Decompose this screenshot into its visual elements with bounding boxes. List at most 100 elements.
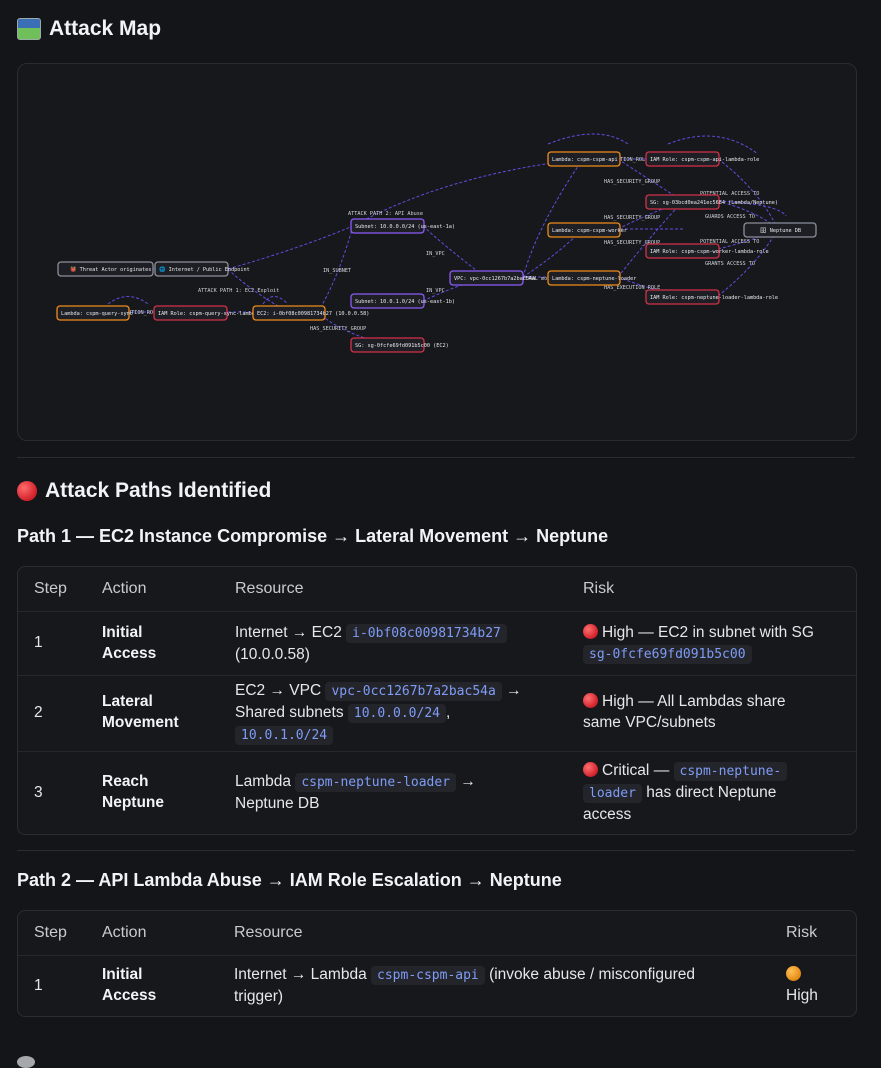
section-divider [17, 850, 855, 851]
svg-text:EC2: i-0bf08c00981734b27 (10.0: EC2: i-0bf08c00981734b27 (10.0.0.58) [257, 311, 369, 317]
svg-text:IAM Role: cspm-query-sync-lamb: IAM Role: cspm-query-sync-lambda-role [158, 311, 274, 317]
node-lambda-api[interactable]: Lambda: cspm-cspm-api [547, 151, 621, 167]
resource-id: vpc-0cc1267b7a2bac54a [325, 682, 502, 701]
header-resource: Resource [234, 924, 303, 941]
table-header-row: Step Action Resource Risk [18, 567, 856, 612]
step-cell: 1 [34, 977, 43, 994]
node-subnet-a[interactable]: Subnet: 10.0.0.0/24 (us-east-1a) [350, 218, 455, 234]
attack-paths-title: Attack Paths Identified [45, 479, 272, 502]
map-icon [17, 18, 41, 40]
svg-text:Lambda: cspm-cspm-api: Lambda: cspm-cspm-api [552, 157, 618, 163]
svg-text:🗄 Neptune DB: 🗄 Neptune DB [760, 227, 801, 234]
svg-text:👹 Threat Actor originates: 👹 Threat Actor originates [70, 266, 151, 273]
resource-id: cspm-neptune-loader [295, 773, 457, 792]
edge-label-potential-1: POTENTIAL ACCESS TO [700, 191, 759, 197]
resource-cell: Internet → Lambda cspm-cspm-api (invoke … [234, 966, 695, 1005]
edge-label-in-vpc-b: IN_VPC [426, 288, 445, 294]
step-cell: 3 [34, 784, 43, 801]
resource-cell: Internet → EC2 i-0bf08c00981734b27 (10.0… [235, 622, 565, 665]
node-ec2[interactable]: EC2: i-0bf08c00981734b27 (10.0.0.58) [252, 305, 369, 321]
svg-text:VPC: vpc-0cc1267b7a2bac54a: VPC: vpc-0cc1267b7a2bac54a [454, 276, 535, 282]
node-sg-lambda[interactable]: SG: sg-03bcd0ea241ec5684 (Lambda/Neptune… [645, 194, 778, 210]
edge-label-exec-loader: HAS_EXECUTION_ROLE [604, 285, 660, 291]
header-step: Step [34, 580, 67, 597]
svg-text:IAM Role: cspm-neptune-loader-: IAM Role: cspm-neptune-loader-lambda-rol… [650, 295, 778, 301]
edge-label-exec-query: HAS_EXECUTION_ROLE [103, 310, 159, 316]
path2-title: Path 2 — API Lambda Abuse → IAM Role Esc… [17, 870, 562, 890]
edge-label-lateral: LATERAL movement [516, 276, 566, 282]
resource-id: cspm-neptune- [673, 762, 788, 781]
resource-cell: EC2 → VPC vpc-0cc1267b7a2bac54a → Shared… [235, 682, 522, 745]
node-iam-query-sync[interactable]: IAM Role: cspm-query-sync-lambda-role [153, 305, 274, 321]
node-lambda-worker[interactable]: Lambda: cspm-cspm-worker [547, 222, 627, 238]
risk-cell: High [786, 964, 846, 1006]
node-iam-api[interactable]: IAM Role: cspm-cspm-api-lambda-role [645, 151, 759, 167]
node-internet[interactable]: 🌐 Internet / Public Endpoint [154, 261, 250, 277]
svg-text:Lambda: cspm-cspm-worker: Lambda: cspm-cspm-worker [552, 228, 627, 234]
node-neptune[interactable]: 🗄 Neptune DB [743, 222, 817, 238]
graph-nodes: 👹 Threat Actor originates 🌐 Internet / P… [56, 151, 817, 353]
orange-circle-icon [786, 966, 801, 981]
svg-text:IAM Role: cspm-cspm-api-lambda: IAM Role: cspm-cspm-api-lambda-role [650, 157, 759, 163]
edge-label-path2: ATTACK PATH 2: API Abuse [348, 211, 423, 217]
header-action: Action [102, 580, 147, 597]
node-iam-worker[interactable]: IAM Role: cspm-cspm-worker-lambda-role [645, 243, 769, 259]
resource-id: 10.0.1.0/24 [235, 726, 334, 745]
step-cell: 2 [34, 704, 43, 721]
red-circle-icon [583, 624, 598, 639]
node-subnet-b[interactable]: Subnet: 10.0.1.0/24 (us-east-1b) [350, 293, 455, 309]
svg-text:Lambda: cspm-neptune-loader: Lambda: cspm-neptune-loader [552, 276, 636, 282]
svg-text:SG: sg-0fcfe69fd091b5c00 (EC2): SG: sg-0fcfe69fd091b5c00 (EC2) [355, 343, 449, 349]
next-section-icon [17, 1056, 35, 1068]
node-lambda-query-sync[interactable]: Lambda: cspm-query-sync [56, 305, 133, 321]
svg-text:SG: sg-03bcd0ea241ec5684 (Lamb: SG: sg-03bcd0ea241ec5684 (Lambda/Neptune… [650, 200, 778, 206]
edge-label-has-sg-ec2: HAS_SECURITY_GROUP [310, 326, 366, 332]
svg-text:🌐 Internet / Public Endpoint: 🌐 Internet / Public Endpoint [159, 266, 250, 273]
node-iam-loader[interactable]: IAM Role: cspm-neptune-loader-lambda-rol… [645, 289, 778, 305]
resource-id: sg-0fcfe69fd091b5c00 [583, 645, 752, 664]
section-divider [17, 457, 855, 458]
edge-label-has-sg-loader: HAS_SECURITY_GROUP [604, 240, 660, 246]
header-risk: Risk [786, 924, 818, 941]
edge-label-has-sg-api: HAS_SECURITY_GROUP [604, 179, 660, 185]
attack-paths-heading: Attack Paths Identified [17, 479, 271, 503]
risk-cell: High — EC2 in subnet with SG sg-0fcfe69f… [583, 622, 848, 665]
header-resource: Resource [235, 580, 304, 597]
edge-label-grants: GRANTS ACCESS TO [705, 261, 755, 267]
edge-label-in-vpc-a: IN_VPC [426, 251, 445, 257]
edge-label-guards: GUARDS ACCESS TO [705, 214, 755, 220]
header-action: Action [102, 924, 147, 941]
resource-id: i-0bf08c00981734b27 [346, 624, 507, 643]
graph-canvas[interactable]: .e { fill:none; stroke:#5b4fe0; stroke-w… [18, 64, 856, 440]
svg-text:Lambda: cspm-query-sync: Lambda: cspm-query-sync [61, 311, 133, 317]
node-vpc[interactable]: VPC: vpc-0cc1267b7a2bac54a [449, 270, 535, 286]
resource-id: loader [583, 784, 642, 803]
red-circle-icon [583, 762, 598, 777]
node-threat-actor[interactable]: 👹 Threat Actor originates [57, 261, 154, 277]
edge-label-path1: ATTACK PATH 1: EC2 Exploit [198, 288, 279, 294]
header-risk: Risk [583, 580, 615, 597]
risk-cell: Critical — cspm-neptune- loader has dire… [583, 760, 848, 825]
resource-id: cspm-cspm-api [371, 966, 485, 985]
attack-map-title: Attack Map [49, 17, 162, 40]
svg-text:Subnet: 10.0.0.0/24 (us-east-1: Subnet: 10.0.0.0/24 (us-east-1a) [355, 224, 455, 230]
edge-label-potential-2: POTENTIAL ACCESS TO [700, 239, 759, 245]
node-sg-ec2[interactable]: SG: sg-0fcfe69fd091b5c00 (EC2) [350, 337, 449, 353]
red-circle-icon [17, 481, 37, 501]
table-header-row: Step Action Resource Risk [18, 911, 856, 956]
resource-cell: Lambda cspm-neptune-loader → Neptune DB [235, 773, 476, 812]
attack-map-graph[interactable]: .e { fill:none; stroke:#5b4fe0; stroke-w… [17, 63, 857, 441]
node-lambda-loader[interactable]: Lambda: cspm-neptune-loader [547, 270, 636, 286]
header-step: Step [34, 924, 67, 941]
step-cell: 1 [34, 634, 43, 651]
attack-map-heading: Attack Map [17, 17, 161, 41]
edge-label-in-subnet: IN_SUBNET [323, 268, 351, 274]
